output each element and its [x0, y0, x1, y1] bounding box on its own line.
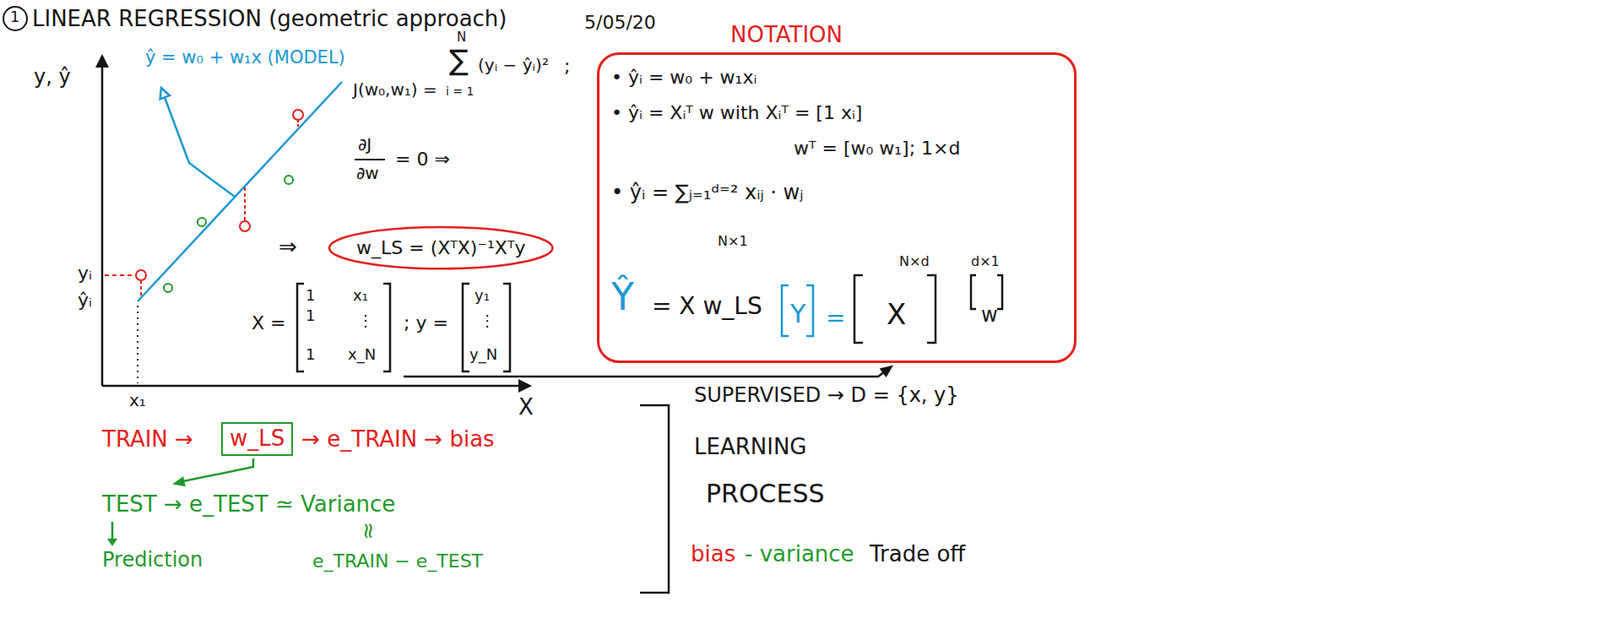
notation-panel: NOTATION• ŷᵢ = w₀ + w₁xᵢ• ŷᵢ = Xᵢᵀ w wit…: [596, 52, 1077, 364]
annotation-text: ⇒: [278, 234, 298, 261]
matrix-bracket: [854, 275, 863, 343]
ellipse-shape: [329, 227, 553, 269]
fraction-bar: [354, 158, 386, 161]
annotation-text: SUPERVISED → D = {x, y}: [694, 384, 960, 408]
matrix-bracket: [383, 283, 391, 372]
node-text: w_LS: [229, 426, 285, 452]
annotation-text: y, ŷ: [33, 65, 71, 90]
title-text: LINEAR REGRESSION (geometric approach): [32, 6, 508, 33]
annotation-text: e_TRAIN − e_TEST: [312, 550, 483, 572]
annotation-text: i = 1: [445, 84, 474, 98]
residual-dash: [140, 280, 142, 298]
prediction-arrow-head: [107, 538, 118, 547]
node-text: • ŷᵢ = Xᵢᵀ w with Xᵢᵀ = [1 xᵢ]: [611, 102, 863, 124]
annotation-text: ŷᵢ: [77, 289, 93, 311]
number-circle: [3, 6, 28, 31]
node-text: d×1: [970, 254, 1000, 270]
annotation-text: ∑: [449, 43, 469, 77]
node-text: wᵀ = [w₀ w₁]; 1×d: [793, 137, 960, 159]
data-point: [197, 217, 207, 227]
residual-dash: [297, 119, 299, 129]
residual-dash: [104, 274, 136, 277]
test-arrow: [178, 458, 254, 483]
node-text: • ŷᵢ = ∑ⱼ₌₁ᵈ⁼² xᵢⱼ · wⱼ: [611, 181, 803, 206]
node-text: =: [825, 304, 846, 332]
annotation-text: PROCESS: [705, 479, 825, 510]
annotation-text: ;: [564, 55, 570, 77]
vector-bracket: [970, 275, 977, 310]
annotation-text: y_N: [469, 346, 498, 364]
annotation-text: = 0 ⇒: [395, 148, 451, 170]
link-arrow-head: [880, 366, 892, 376]
annotation-text: N: [456, 30, 467, 45]
data-point: [284, 175, 293, 185]
annotation-text: ŷ = w₀ + w₁x (MODEL): [145, 47, 346, 68]
model-leader-head: [160, 87, 170, 99]
model-leader: [162, 92, 235, 197]
annotation-text: Trade off: [869, 542, 966, 568]
annotation-text: ∂J: [357, 135, 372, 155]
data-point: [239, 221, 250, 232]
x-axis-head: [518, 379, 532, 393]
annotation-text: 1: [305, 287, 315, 305]
y-axis-head: [95, 54, 109, 68]
y-axis: [101, 59, 104, 386]
node-text: N×1: [717, 233, 749, 250]
data-point: [135, 270, 147, 281]
matrix-bracket: [927, 275, 936, 343]
node-text: Ŷ: [611, 276, 635, 320]
annotation-text: ⋮: [357, 312, 374, 331]
node-text: N×d: [899, 254, 930, 270]
weight-box: w_LS: [221, 422, 293, 456]
annotation-text: - variance: [744, 542, 855, 568]
projection-dots: [136, 305, 139, 384]
annotation-text: ; y =: [403, 312, 449, 334]
annotation-text: ≈: [355, 521, 381, 541]
annotation-text: (yᵢ − ŷᵢ)²: [477, 55, 549, 76]
annotation-text: X: [518, 395, 534, 421]
node-text: = X w_LS: [651, 292, 763, 320]
annotation-text: 1: [305, 307, 315, 326]
vector-bracket: [997, 275, 1003, 310]
annotation-text: x₁: [129, 390, 147, 411]
result-ellipse: w_LS = (XᵀX)⁻¹Xᵀy: [327, 225, 554, 271]
annotation-text: 1: [305, 346, 315, 364]
node-text: w_LS = (XᵀX)⁻¹Xᵀy: [356, 237, 526, 259]
data-point: [163, 283, 173, 293]
matrix-bracket: [503, 283, 510, 372]
matrix-bracket: [462, 283, 470, 372]
residual-dash: [244, 187, 246, 221]
annotation-text: y₁: [474, 287, 490, 305]
node-text: Y: [790, 299, 806, 330]
model-line: [137, 81, 342, 302]
node-text: X: [886, 298, 906, 331]
link-arrow: [403, 370, 887, 378]
annotation-text: yᵢ: [77, 262, 93, 284]
vector-bracket: [806, 285, 814, 337]
data-point: [292, 109, 304, 120]
annotation-text: ∂w: [356, 163, 380, 184]
node-text: w: [981, 303, 998, 328]
annotation-text: X =: [251, 312, 287, 334]
annotation-text: Prediction: [102, 548, 203, 573]
test-arrow-head: [173, 477, 185, 487]
annotation-text: → e_TRAIN → bias: [301, 427, 494, 453]
annotation-text: bias: [690, 542, 736, 568]
annotation-text: 1: [10, 8, 20, 27]
group-bracket: [640, 405, 669, 593]
annotation-text: x₁: [352, 287, 369, 305]
annotation-text: TEST → e_TEST ≃ Variance: [102, 492, 396, 518]
node-text: NOTATION: [730, 22, 843, 49]
node-text: • ŷᵢ = w₀ + w₁xᵢ: [611, 66, 757, 88]
annotation-text: x_N: [347, 346, 376, 364]
annotation-text: J(w₀,w₁) =: [352, 80, 438, 100]
vector-bracket: [781, 285, 789, 337]
annotation-text: ⋮: [479, 312, 495, 331]
annotation-text: LEARNING: [694, 434, 807, 461]
annotation-text: 5/05/20: [584, 11, 657, 33]
matrix-bracket: [297, 283, 304, 372]
annotation-text: TRAIN →: [102, 427, 194, 453]
x-axis: [102, 385, 526, 388]
prediction-arrow: [111, 521, 114, 541]
